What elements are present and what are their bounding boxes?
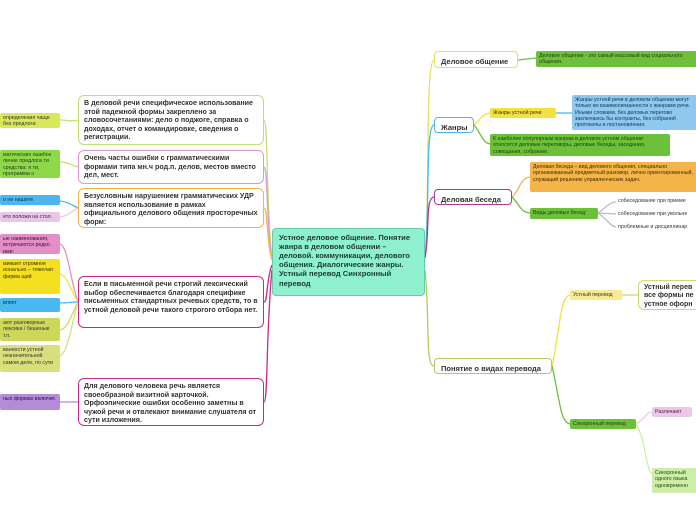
left-node-leksika[interactable]: Если в письменной речи строгий лексическ… bbox=[78, 276, 264, 328]
vid-besedy-1[interactable]: собеседование при приеме bbox=[618, 198, 686, 204]
left-leaf-3[interactable]: о не нашите bbox=[0, 195, 60, 205]
left-node-narushenie[interactable]: Безусловным нарушением грамматических УД… bbox=[78, 188, 264, 228]
topic-delovaya-beseda[interactable]: Деловая беседа bbox=[434, 189, 512, 205]
topic-vidy-perevoda[interactable]: Понятие о видах перевода bbox=[434, 358, 552, 374]
sinhron-desc-node[interactable]: Синхронный одного языка одновременн bbox=[652, 468, 696, 493]
central-topic[interactable]: Устное деловое общение. Понятие жанра в … bbox=[272, 228, 425, 296]
topic-zhanry[interactable]: Жанры bbox=[434, 117, 474, 133]
left-node-padezh[interactable]: В деловой речи специфическое использован… bbox=[78, 95, 264, 145]
razlichayut-node[interactable]: Различают bbox=[652, 407, 692, 417]
left-leaf-9[interactable]: ванности устной незначительной самом дел… bbox=[0, 345, 60, 372]
zhanry-ustnoy-desc-node[interactable]: Жанры устной речи в деловом общении могу… bbox=[572, 95, 696, 130]
left-leaf-1[interactable]: определения чаще без предлога: bbox=[0, 113, 60, 128]
vid-besedy-3[interactable]: проблемные и дисциплинар bbox=[618, 224, 688, 230]
delovoe-desc-node[interactable]: Деловое общение - это самый массовый вид… bbox=[536, 51, 696, 67]
sinhronny-perevod-node[interactable]: Синхронный перевод bbox=[570, 419, 636, 429]
left-leaf-7[interactable]: вляет bbox=[0, 298, 60, 312]
ustny-perevod-node[interactable]: Устный перевод bbox=[570, 290, 622, 300]
beseda-desc-node[interactable]: Деловая беседа – вид делового общения, с… bbox=[530, 162, 696, 192]
topic-delovoe-obschenie[interactable]: Деловое общение bbox=[434, 51, 518, 68]
zhanry-ustnoy-node[interactable]: Жанры устной речи bbox=[490, 108, 556, 118]
left-node-oshibki[interactable]: Очень часты ошибки с грамматическими фор… bbox=[78, 150, 264, 184]
ustny-perevod-desc-node[interactable]: Устный перев все формы пе устное офорн bbox=[638, 280, 696, 310]
left-leaf-6[interactable]: мижает огромное ионально – тяжелая фирма… bbox=[0, 259, 60, 294]
left-leaf-8[interactable]: ают разговорные лексика / бешеные т.п. bbox=[0, 318, 60, 341]
left-leaf-2[interactable]: матических ошибок ление предлога ти сред… bbox=[0, 150, 60, 178]
left-leaf-4[interactable]: ето положи на стол. bbox=[0, 212, 60, 222]
zhanry-popular-node[interactable]: К наиболее популярным жанрам в деловом у… bbox=[490, 134, 670, 156]
left-leaf-5[interactable]: ые наименования, встречаются редко. ими: bbox=[0, 234, 60, 254]
left-leaf-10[interactable]: ных формах включит. bbox=[0, 394, 60, 410]
left-node-vizitka[interactable]: Для делового человека речь является свое… bbox=[78, 378, 264, 426]
vidy-besed-node[interactable]: Виды деловых бесед: bbox=[530, 208, 598, 219]
vid-besedy-2[interactable]: собеседование при увольне bbox=[618, 211, 688, 217]
